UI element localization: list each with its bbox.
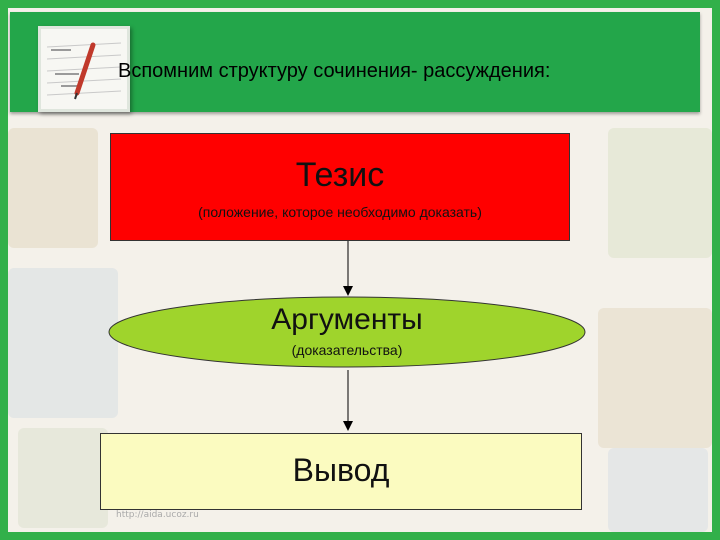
source-url: http://aida.ucoz.ru (116, 510, 199, 520)
arrow-arguments-to-conclusion (343, 370, 353, 431)
conclusion-box: Вывод (100, 433, 582, 510)
arguments-ellipse (108, 296, 586, 368)
notebook-pencil-image (38, 26, 130, 112)
page-title: Вспомним структуру сочинения- рассуждени… (118, 60, 551, 82)
bg-decor-block (598, 308, 712, 448)
bg-decor-block (608, 448, 708, 532)
thesis-subtitle: (положение, которое необходимо доказать) (198, 204, 482, 220)
arguments-subtitle: (доказательства) (291, 342, 403, 358)
arguments-title: Аргументы (271, 303, 423, 336)
bg-decor-block (8, 128, 98, 248)
bg-decor-block (608, 128, 712, 258)
header-banner: Вспомним структуру сочинения- рассуждени… (10, 12, 700, 112)
bg-decor-block (8, 268, 118, 418)
thesis-title: Тезис (295, 156, 385, 194)
bg-decor-block (18, 428, 108, 528)
thesis-box: Тезис (положение, которое необходимо док… (110, 133, 570, 241)
arrow-thesis-to-arguments (343, 241, 353, 296)
conclusion-title: Вывод (292, 452, 390, 488)
